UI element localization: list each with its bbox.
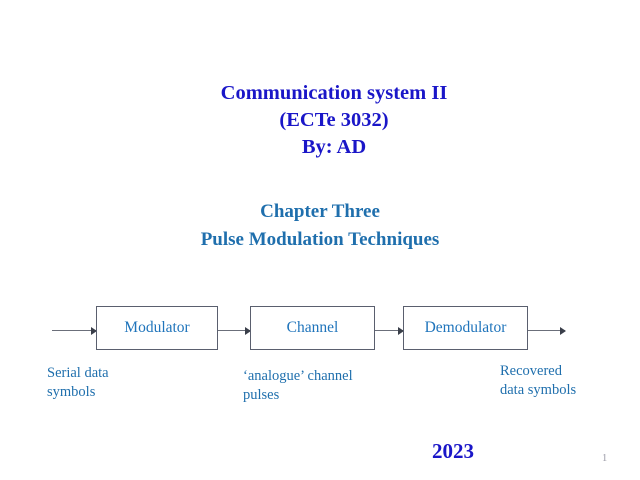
chapter-line-2: Pulse Modulation Techniques [200, 229, 440, 250]
presentation-title: Communication system II (ECTe 3032) By: … [170, 80, 498, 161]
caption-output-signal: Recovered data symbols [500, 362, 576, 400]
caption-channel-line-1: ‘analogue’ channel [243, 368, 353, 384]
caption-channel-line-2: pulses [243, 387, 280, 403]
caption-output-line-2: data symbols [500, 382, 577, 398]
arrow-demodulator-to-output [528, 330, 565, 332]
diagram-box-modulator: Modulator [96, 306, 218, 350]
caption-input-line-1: Serial data [47, 365, 109, 381]
chapter-heading: Chapter Three Pulse Modulation Technique… [110, 198, 530, 254]
year-label: 2023 [432, 439, 474, 463]
arrow-modulator-to-channel [218, 330, 250, 332]
diagram-box-channel: Channel [250, 306, 375, 350]
diagram-box-demodulator: Demodulator [403, 306, 528, 350]
title-line-3: By: AD [301, 136, 367, 158]
title-line-2: (ECTe 3032) [279, 109, 389, 131]
arrow-input-to-modulator [52, 330, 96, 332]
chapter-line-1: Chapter Three [260, 201, 380, 222]
diagram-box-modulator-label: Modulator [124, 319, 190, 337]
arrow-channel-to-demodulator [375, 330, 403, 332]
title-line-1: Communication system II [220, 82, 448, 104]
caption-channel-signal: ‘analogue’ channel pulses [243, 367, 353, 405]
diagram-box-channel-label: Channel [286, 319, 339, 337]
page-number: 1 [602, 453, 608, 464]
diagram-box-demodulator-label: Demodulator [424, 319, 507, 337]
caption-output-line-1: Recovered [500, 363, 562, 379]
caption-input-signal: Serial data symbols [47, 364, 109, 402]
caption-input-line-2: symbols [47, 384, 96, 400]
